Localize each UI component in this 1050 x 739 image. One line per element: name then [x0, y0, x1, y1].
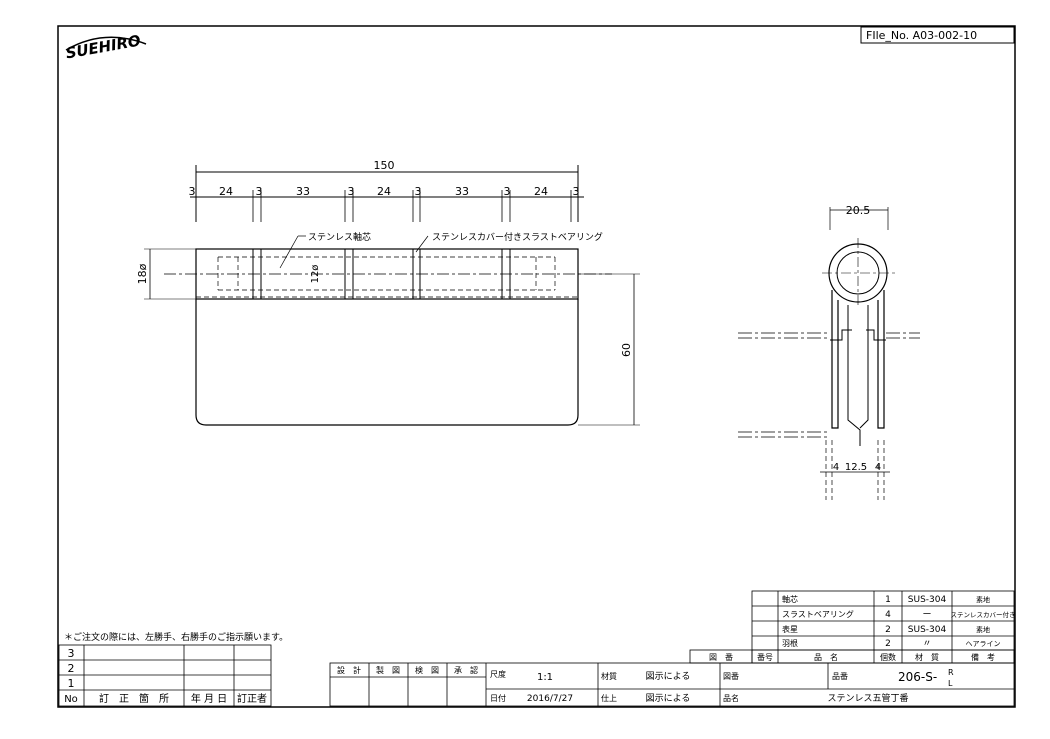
- front-view: 150 3 24 3 33 3 24 3 33 3 24 3: [136, 159, 640, 426]
- order-note: ＊ご注文の際には、左勝手、右勝手のご指示願います。: [64, 631, 288, 643]
- role-check: 検 図: [415, 665, 439, 675]
- dim-seg-6: 24: [377, 185, 391, 198]
- drawing-no-label: 図番: [723, 671, 739, 681]
- dim-seg-7: 3: [415, 185, 422, 198]
- product-no-value: 206-S-: [898, 670, 937, 684]
- file-no: FIle_No. A03-002-10: [866, 29, 977, 42]
- date-label: 日付: [490, 693, 506, 703]
- dim-side-bottom-left: 4: [833, 462, 839, 473]
- part-2-name: スラストベアリング: [782, 609, 854, 619]
- dim-seg-10: 24: [534, 185, 548, 198]
- rev-header-desc: 訂 正 箇 所: [99, 692, 169, 705]
- dim-knuckle-dia: 18ø: [136, 263, 149, 284]
- drawing-frame: [57, 25, 1016, 708]
- title-block: [329, 662, 1015, 707]
- revision-table: [58, 644, 272, 707]
- finish-label: 仕上: [601, 693, 617, 703]
- part-4-name: 羽根: [782, 638, 798, 648]
- parts-header-partno: 番号: [757, 652, 773, 662]
- product-name-value: ステンレス五管丁番: [827, 692, 908, 704]
- product-name-label: 品名: [723, 693, 739, 703]
- part-3-material: SUS-304: [908, 625, 947, 635]
- part-3-remarks: 素地: [976, 625, 990, 634]
- callout-bearing: ステンレスカバー付きスラストベアリング: [432, 231, 603, 243]
- part-3-name: 表星: [782, 624, 798, 634]
- rev-header-date: 年 月 日: [191, 692, 227, 705]
- dim-seg-3: 3: [256, 185, 263, 198]
- dim-seg-5: 3: [348, 185, 355, 198]
- rev-row-3: 3: [68, 647, 75, 660]
- part-4-remarks: ヘアライン: [966, 640, 1001, 648]
- role-design: 設 計: [337, 665, 361, 675]
- part-1-material: SUS-304: [908, 595, 947, 605]
- role-draft: 製 図: [376, 665, 400, 675]
- part-2-remarks: ステンレスカバー付き: [951, 610, 1016, 619]
- part-1-remarks: 素地: [976, 595, 990, 604]
- role-approve: 承 認: [454, 665, 478, 675]
- material-value: 図示による: [646, 671, 691, 682]
- scale-label: 尺度: [490, 669, 506, 679]
- part-1-qty: 1: [885, 595, 891, 605]
- part-4-qty: 2: [885, 639, 891, 649]
- svg-text:SUEHIRO: SUEHIRO: [64, 32, 142, 63]
- parts-header-name: 品 名: [814, 652, 838, 662]
- dim-pin-dia: 12ø: [310, 265, 321, 284]
- dim-seg-8: 33: [455, 185, 469, 198]
- scale-value: 1:1: [537, 672, 553, 683]
- dim-side-bottom-right: 4: [875, 462, 881, 473]
- dim-seg-2: 24: [219, 185, 233, 198]
- dim-overall: 150: [374, 159, 395, 172]
- dim-seg-1: 3: [189, 185, 196, 198]
- product-no-label: 品番: [832, 671, 848, 681]
- parts-header-drawing: 図 番: [709, 652, 733, 662]
- suehiro-logo: SUEHIRO: [64, 32, 147, 63]
- part-2-material: ー: [922, 610, 931, 620]
- rev-row-1: 1: [68, 677, 75, 690]
- part-3-qty: 2: [885, 625, 891, 635]
- date-value: 2016/7/27: [527, 694, 573, 704]
- rev-header-by: 訂正者: [237, 692, 267, 705]
- material-label: 材質: [601, 671, 617, 681]
- part-4-material: 〃: [922, 639, 931, 649]
- parts-header-remarks: 備 考: [971, 652, 995, 662]
- dim-side-width: 20.5: [846, 204, 871, 217]
- dim-seg-9: 3: [504, 185, 511, 198]
- dim-seg-4: 33: [296, 185, 310, 198]
- product-no-suffix-l: L: [948, 679, 953, 688]
- file-no-box: [860, 26, 1015, 44]
- dim-side-bottom-mid: 12.5: [845, 462, 867, 473]
- parts-header-qty: 個数: [880, 652, 896, 662]
- finish-value: 図示による: [646, 693, 691, 704]
- part-2-qty: 4: [885, 610, 891, 620]
- side-view: 20.5 4 12.5 4: [738, 204, 920, 500]
- rev-row-2: 2: [68, 662, 75, 675]
- callout-pin: ステンレス軸芯: [308, 231, 371, 243]
- rev-header-no: No: [64, 694, 78, 705]
- product-no-suffix-r: R: [948, 668, 954, 677]
- dim-leaf-height: 60: [620, 343, 633, 357]
- part-1-name: 軸芯: [782, 594, 798, 604]
- dim-seg-11: 3: [573, 185, 580, 198]
- parts-header-material: 材 質: [915, 652, 939, 662]
